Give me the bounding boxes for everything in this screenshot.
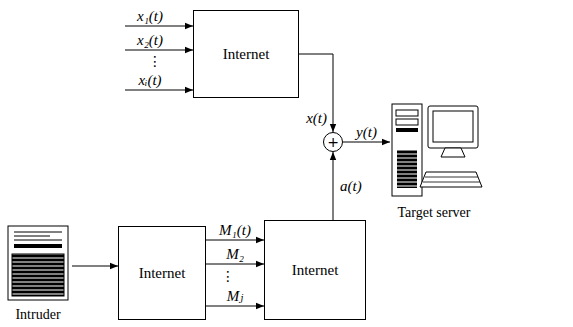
node-label: Internet — [223, 46, 270, 63]
input-arrow — [125, 26, 193, 27]
intruder-icon — [8, 226, 68, 300]
case-line — [14, 240, 62, 241]
drive-bay — [396, 110, 418, 116]
signal-connector — [206, 264, 264, 265]
signal-connector — [343, 142, 390, 143]
input-arrow — [125, 90, 193, 91]
node-label: Intruder — [15, 307, 60, 324]
signal-connector — [333, 152, 334, 220]
server-icon — [392, 104, 482, 196]
signal-label: x(t) — [305, 110, 328, 127]
case-line — [14, 232, 62, 233]
network-box: Internet — [264, 220, 366, 320]
monitor-stand — [441, 148, 465, 157]
tower-case — [392, 104, 422, 196]
signal-connector — [72, 266, 118, 267]
intruder-node: Intruder — [4, 222, 72, 324]
tower-vent — [397, 150, 417, 188]
case-band — [14, 244, 62, 248]
signal-label: a(t) — [339, 178, 363, 195]
keyboard-row — [425, 177, 478, 178]
sum-junction: + — [323, 132, 343, 152]
ellipsis-mark: ⋮ — [220, 269, 236, 284]
monitor-frame — [428, 106, 478, 148]
signal-label: M₁(t) — [218, 222, 252, 239]
signal-label: Mⱼ — [226, 288, 244, 305]
intruder-case — [8, 226, 68, 300]
drive-bay — [396, 119, 418, 125]
input-arrow — [125, 50, 193, 51]
drive-bay — [396, 128, 418, 132]
signal-label: x₁(t) — [136, 8, 164, 25]
signal-label: M₂ — [225, 246, 245, 263]
keyboard — [420, 172, 482, 187]
network-box: Internet — [118, 226, 206, 320]
signal-connector — [299, 54, 333, 132]
case-line — [14, 236, 50, 237]
keyboard-row — [423, 182, 480, 183]
server-node: Target server — [390, 98, 478, 222]
node-label: + — [327, 135, 339, 149]
node-label: Internet — [292, 262, 339, 279]
signal-label: xᵢ(t) — [137, 72, 162, 89]
node-label: Target server — [397, 205, 470, 222]
monitor-screen — [433, 111, 473, 142]
case-vent — [12, 254, 64, 296]
signal-connector — [206, 240, 264, 241]
signal-label: x₂(t) — [136, 32, 164, 49]
ellipsis-mark: ⋮ — [147, 54, 163, 69]
signal-connector — [206, 306, 264, 307]
network-box: Internet — [193, 10, 299, 98]
node-label: Internet — [139, 265, 186, 282]
signal-label: y(t) — [355, 124, 378, 141]
